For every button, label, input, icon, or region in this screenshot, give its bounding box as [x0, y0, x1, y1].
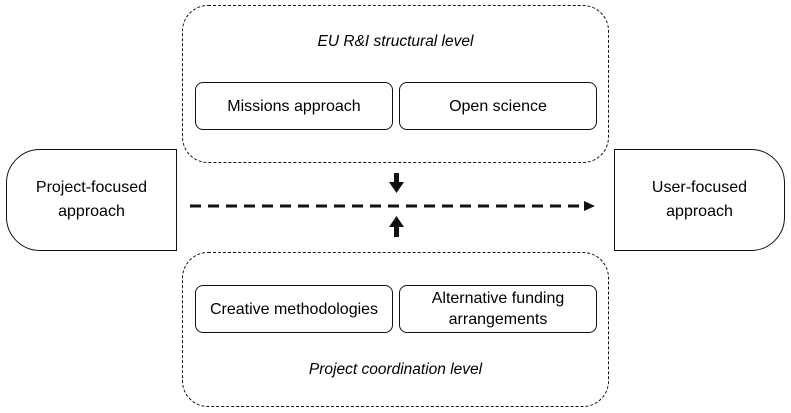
user-focused-box: User-focused approach	[614, 149, 785, 251]
creative-methodologies-box: Creative methodologies	[195, 285, 393, 333]
open-science-box: Open science	[399, 82, 597, 130]
coordination-level-label: Project coordination level	[308, 361, 483, 378]
project-focused-label: Project-focused approach	[35, 179, 148, 220]
alternative-funding-box: Alternative funding arrangements	[399, 285, 597, 333]
missions-approach-box: Missions approach	[195, 82, 393, 130]
structural-level-group	[182, 5, 609, 163]
missions-approach-label: Missions approach	[227, 97, 361, 115]
project-focused-box: Project-focused approach	[6, 149, 177, 251]
dashed-arrow-head	[584, 201, 595, 211]
coordination-level-group	[182, 252, 609, 407]
up-arrow-shaft	[394, 226, 399, 237]
creative-methodologies-label: Creative methodologies	[209, 300, 379, 318]
structural-level-label: EU R&I structural level	[317, 33, 474, 50]
alternative-funding-label: Alternative funding arrangements	[431, 290, 565, 328]
up-arrow-head	[389, 216, 404, 227]
user-focused-label: User-focused approach	[651, 179, 748, 220]
down-arrow-shaft	[394, 173, 399, 183]
down-arrow-head	[389, 182, 404, 193]
open-science-label: Open science	[449, 97, 547, 115]
